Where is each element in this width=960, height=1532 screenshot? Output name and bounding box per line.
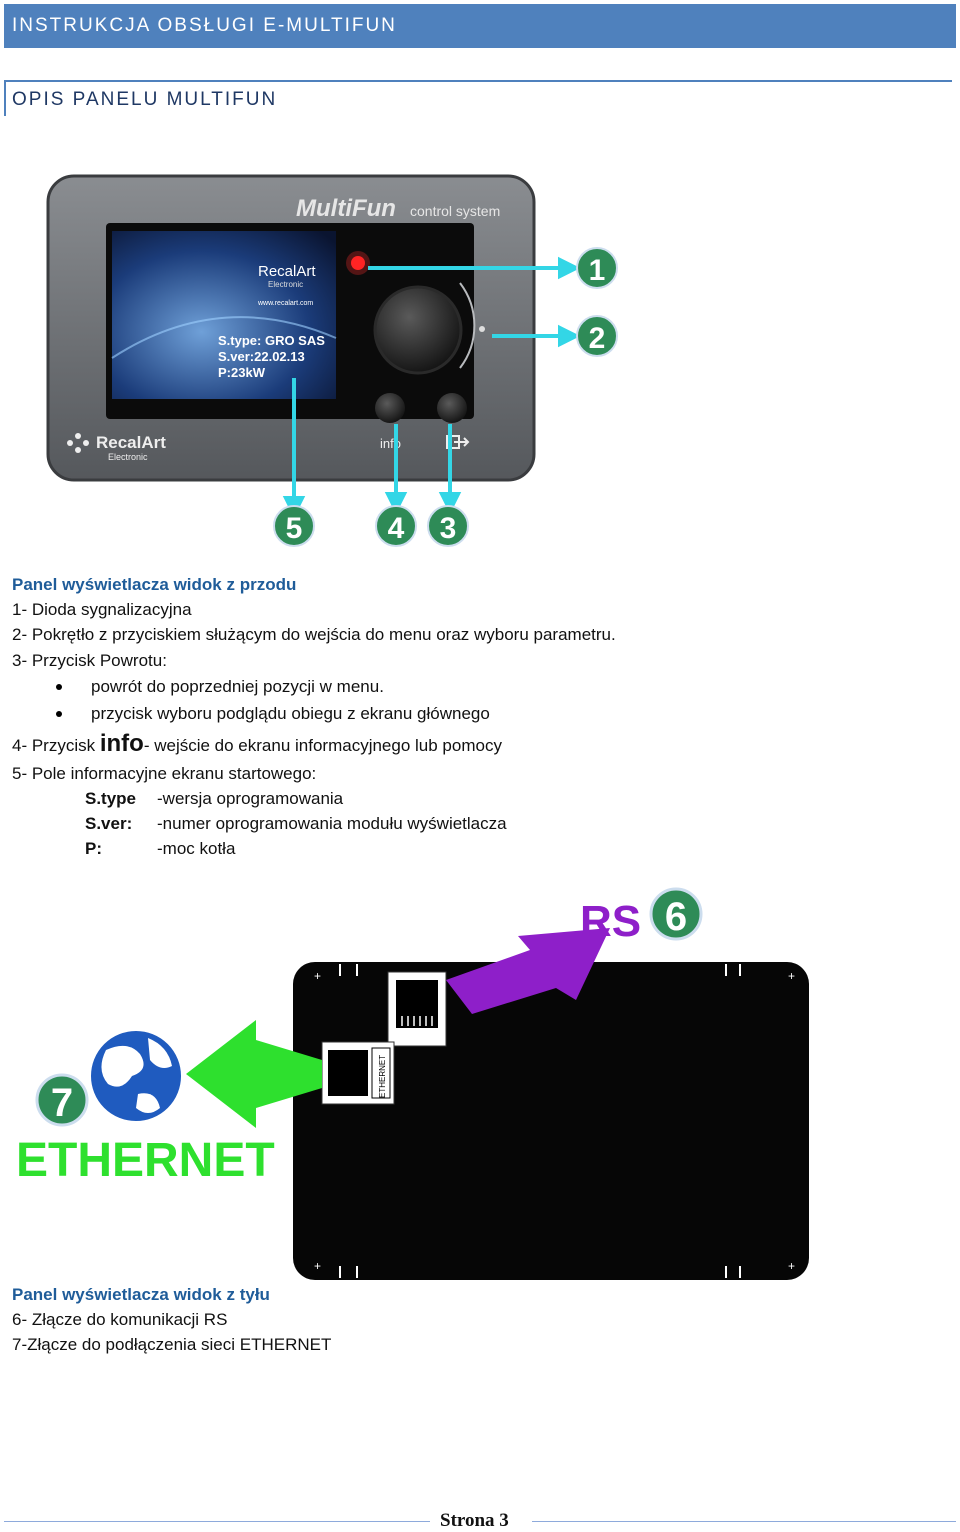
info-button (375, 393, 405, 423)
svg-text:+: + (788, 969, 795, 983)
callout-1: 1 (576, 247, 618, 289)
def-row: S.ver: -numer oprogramowania modułu wyświ… (85, 811, 507, 836)
svg-text:6: 6 (665, 895, 687, 939)
ethernet-port: ETHERNET (321, 1041, 395, 1105)
front-item-1: 1- Dioda sygnalizacyjna (12, 600, 192, 619)
svg-text:+: + (314, 1259, 321, 1273)
back-item-6: 6- Złącze do komunikacji RS (12, 1310, 228, 1329)
device-back-body (293, 962, 809, 1280)
def-desc: -numer oprogramowania modułu wyświetlacz… (157, 814, 507, 833)
svg-text:5: 5 (286, 512, 303, 545)
device-brand-sub: control system (410, 203, 500, 219)
screen-line-3: P:23kW (218, 365, 266, 380)
svg-text:7: 7 (51, 1081, 73, 1125)
def-desc: -wersja oprogramowania (157, 789, 344, 808)
item4-post: - wejście do ekranu informacyjnego lub p… (143, 736, 502, 755)
front-bullet-1: powrót do poprzedniej pozycji w menu. (91, 677, 384, 696)
rs-label: RS (580, 897, 641, 946)
lcd-screen (112, 231, 336, 399)
control-knob (373, 285, 463, 375)
callout-7: 7 (35, 1073, 89, 1127)
back-item-7: 7-Złącze do podłączenia sieci ETHERNET (12, 1335, 332, 1354)
bullet-dot (56, 711, 62, 717)
bottom-logo-sub: Electronic (108, 452, 148, 462)
svg-text:+: + (788, 1259, 795, 1273)
callout-5: 5 (273, 505, 315, 547)
front-desc-heading: Panel wyświetlacza widok z przodu (12, 575, 297, 594)
ethernet-arrow (186, 1020, 322, 1128)
back-button (437, 393, 467, 423)
def-row: P: -moc kotła (85, 836, 235, 861)
def-row: S.type -wersja oprogramowania (85, 786, 343, 811)
svg-text:+: + (314, 969, 321, 983)
section-title: OPIS PANELU MULTIFUN (4, 80, 952, 116)
logo-mark (67, 433, 89, 453)
signal-led (351, 256, 365, 270)
screen-line-1: S.type: GRO SAS (218, 333, 325, 348)
ethernet-label: ETHERNET (16, 1134, 275, 1187)
front-item-5: 5- Pole informacyjne ekranu startowego: (12, 764, 317, 783)
bottom-logo: RecalArt (96, 433, 166, 452)
footer-rule-right (532, 1521, 956, 1522)
screen-line-2: S.ver:22.02.13 (218, 349, 305, 364)
document-header: INSTRUKCJA OBSŁUGI E-MULTIFUN (4, 4, 956, 48)
def-term: S.ver: (85, 814, 133, 833)
back-panel-illustration: + + + + ETHERNET RS 6 7 ETHERNET (16, 887, 809, 1280)
front-panel-illustration: MultiFun control system RecalArt Electro… (46, 174, 618, 547)
def-desc: -moc kotła (157, 839, 236, 858)
rs-port (387, 971, 447, 1047)
rs-arrow (446, 928, 610, 1014)
svg-text:1: 1 (589, 254, 606, 287)
globe-icon (89, 1029, 183, 1123)
callout-6: 6 (649, 887, 703, 941)
def-term: P: (85, 839, 102, 858)
exit-icon (446, 435, 470, 449)
screen-url: www.recalart.com (257, 300, 313, 307)
footer-rule-left (4, 1521, 430, 1522)
page-number: Strona 3 (440, 1510, 509, 1531)
screen-logo-sub: Electronic (268, 280, 303, 289)
callout-4: 4 (375, 505, 417, 547)
item4-info: info (99, 730, 144, 757)
callout-3: 3 (427, 505, 469, 547)
device-brand: MultiFun (296, 195, 396, 222)
item4-pre: 4- Przycisk (12, 736, 100, 755)
def-term: S.type (85, 789, 137, 808)
svg-text:4: 4 (388, 512, 405, 545)
svg-text:3: 3 (440, 512, 457, 545)
screen-logo: RecalArt (258, 263, 316, 280)
front-item-2: 2- Pokrętło z przyciskiem służącym do we… (12, 625, 616, 644)
callout-2: 2 (576, 315, 618, 357)
svg-text:2: 2 (589, 322, 606, 355)
back-desc-heading: Panel wyświetlacza widok z tyłu (12, 1285, 270, 1304)
svg-text:ETHERNET: ETHERNET (378, 1055, 387, 1098)
bullet-dot (56, 684, 62, 690)
front-bullet-2: przycisk wyboru podglądu obiegu z ekranu… (91, 704, 490, 723)
front-item-4: 4- Przycisk info- wejście do ekranu info… (12, 731, 502, 758)
front-item-3: 3- Przycisk Powrotu: (12, 651, 167, 670)
